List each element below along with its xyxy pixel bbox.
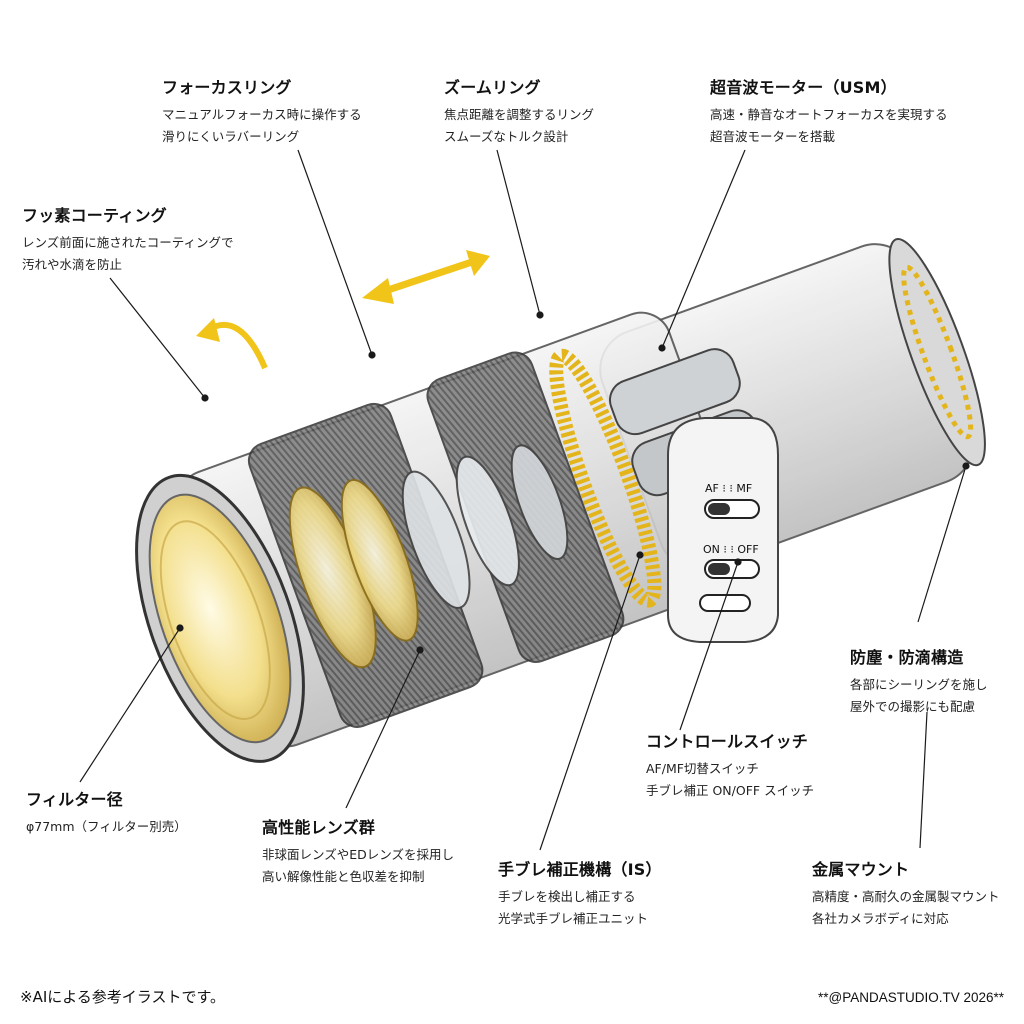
- front-glass: [148, 493, 292, 744]
- callout-title: フィルター径: [26, 790, 123, 809]
- callout-lens-elements: 高性能レンズ群 非球面レンズやEDレンズを採用し 高い解像性能と色収差を抑制: [262, 818, 454, 888]
- third-switch[interactable]: [699, 594, 751, 612]
- focus-rotation-arrow: [196, 318, 268, 370]
- callout-focus-ring: フォーカスリング マニュアルフォーカス時に操作する 滑りにくいラバーリング: [162, 78, 362, 148]
- callout-control-switch: コントロールスイッチ AF/MF切替スイッチ 手ブレ補正 ON/OFF スイッチ: [646, 732, 814, 802]
- callout-title: 超音波モーター（USM）: [710, 78, 897, 97]
- callout-line: レンズ前面に施されたコーティングで: [22, 235, 234, 250]
- callout-line: マニュアルフォーカス時に操作する: [162, 107, 362, 122]
- callout-line: 焦点距離を調整するリング: [444, 107, 595, 122]
- callout-filter-diameter: フィルター径 φ77mm（フィルター別売）: [26, 790, 187, 838]
- callout-title: コントロールスイッチ: [646, 732, 809, 751]
- callout-line: 各部にシーリングを施し: [850, 677, 988, 692]
- callout-line: AF/MF切替スイッチ: [646, 761, 759, 776]
- callout-line: 屋外での撮影にも配慮: [850, 699, 976, 714]
- callout-line: 高い解像性能と色収差を抑制: [262, 869, 425, 884]
- callout-line: スムーズなトルク設計: [444, 129, 569, 144]
- callout-title: フッ素コーティング: [22, 206, 167, 225]
- callout-usm: 超音波モーター（USM） 高速・静音なオートフォーカスを実現する 超音波モーター…: [710, 78, 948, 148]
- callout-title: 金属マウント: [812, 860, 910, 879]
- mount-ring: [888, 237, 986, 467]
- callout-line: φ77mm（フィルター別売）: [26, 819, 187, 834]
- callout-image-stabilizer: 手ブレ補正機構（IS） 手ブレを検出し補正する 光学式手ブレ補正ユニット: [498, 860, 662, 930]
- callout-line: 汚れや水滴を防止: [22, 257, 123, 272]
- zoom-direction-arrow: [362, 250, 490, 304]
- callout-weather-sealing: 防塵・防滴構造 各部にシーリングを施し 屋外での撮影にも配慮: [850, 648, 988, 718]
- callout-title: 高性能レンズ群: [262, 818, 376, 837]
- callout-zoom-ring: ズームリング 焦点距離を調整するリング スムーズなトルク設計: [444, 78, 594, 148]
- callout-line: 光学式手ブレ補正ユニット: [498, 911, 649, 926]
- credit-watermark: **@PANDASTUDIO.TV 2026**: [817, 990, 1004, 1005]
- af-mf-label: AF ⁝ ⁝ MF: [705, 482, 752, 495]
- internal-lens-elements: [288, 444, 569, 669]
- is-gear-ring: [549, 348, 662, 608]
- callout-title: 手ブレ補正機構（IS）: [498, 860, 662, 879]
- callout-line: 超音波モーターを搭載: [710, 129, 836, 144]
- callout-line: 各社カメラボディに対応: [812, 911, 949, 926]
- callout-line: 高速・静音なオートフォーカスを実現する: [710, 107, 948, 122]
- callout-title: フォーカスリング: [162, 78, 292, 97]
- control-switch-panel: AF ⁝ ⁝ MF ON ⁝ ⁝ OFF: [667, 417, 779, 643]
- ai-illustration-note: ※AIによる参考イラストです。: [20, 988, 226, 1006]
- callout-line: 手ブレ補正 ON/OFF スイッチ: [646, 783, 815, 798]
- callout-line: 非球面レンズやEDレンズを採用し: [262, 847, 455, 862]
- callout-title: 防塵・防滴構造: [850, 648, 964, 667]
- callout-metal-mount: 金属マウント 高精度・高耐久の金属製マウント 各社カメラボディに対応: [812, 860, 1000, 930]
- leader-lines: [79, 149, 970, 851]
- callout-line: 手ブレを検出し補正する: [498, 889, 636, 904]
- callout-fluorine-coating: フッ素コーティング レンズ前面に施されたコーティングで 汚れや水滴を防止: [22, 206, 234, 276]
- callout-line: 高精度・高耐久の金属製マウント: [812, 889, 1000, 904]
- on-off-label: ON ⁝ ⁝ OFF: [703, 543, 759, 556]
- callout-title: ズームリング: [444, 78, 541, 97]
- callout-line: 滑りにくいラバーリング: [162, 129, 300, 144]
